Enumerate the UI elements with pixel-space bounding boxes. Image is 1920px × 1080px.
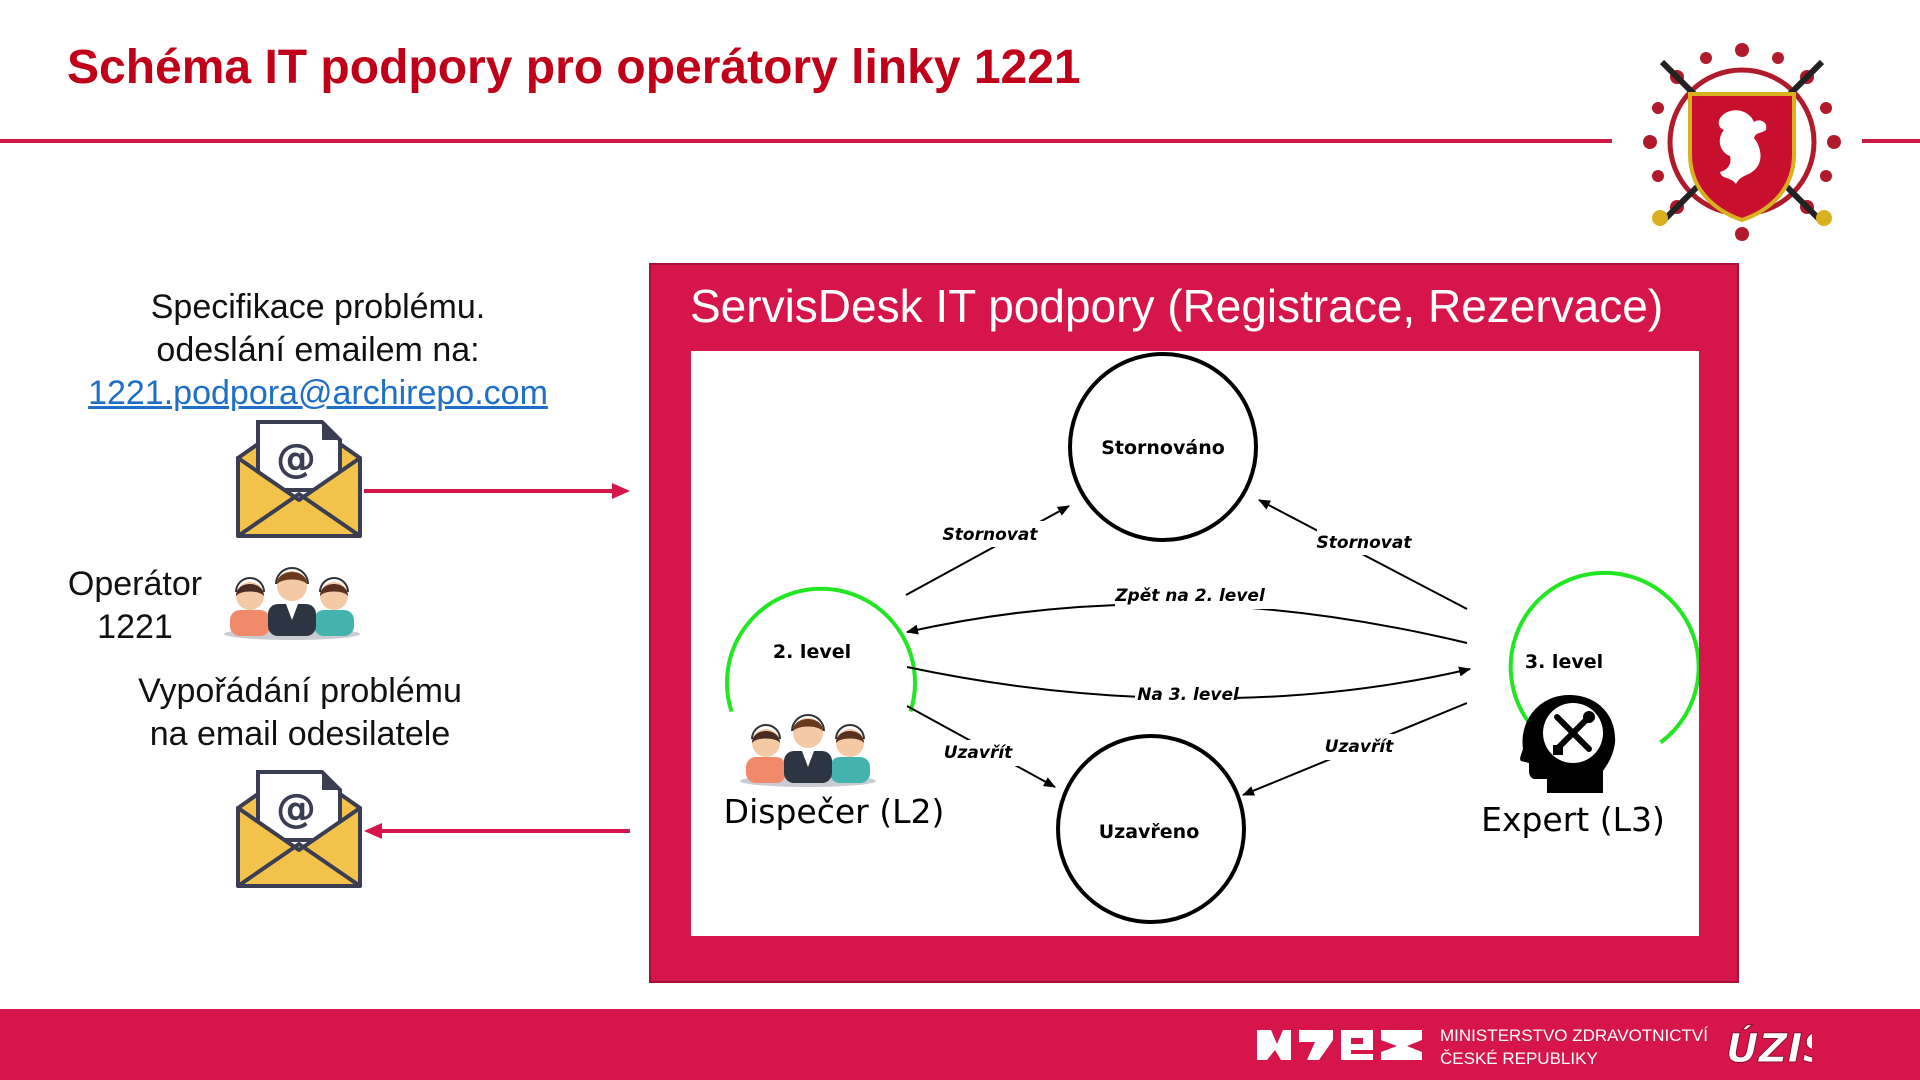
footer-bar bbox=[0, 1009, 1920, 1080]
reply-envelope-icon: @ bbox=[236, 770, 362, 888]
operator-label: Operátor 1221 bbox=[50, 563, 220, 649]
slide-title: Schéma IT podpory pro operátory linky 12… bbox=[67, 41, 1081, 94]
label-state-level2: 2. level bbox=[773, 641, 851, 663]
state-closed[interactable] bbox=[1056, 734, 1246, 924]
email-envelope-icon: @ bbox=[236, 420, 362, 538]
resolve-line-1: Vypořádání problému bbox=[138, 672, 462, 710]
svg-text:@: @ bbox=[276, 436, 316, 482]
spec-line-1: Specifikace problému. bbox=[150, 288, 486, 326]
ministry-line-1: MINISTERSTVO ZDRAVOTNICTVÍ bbox=[1440, 1026, 1708, 1045]
label-state-cancelled: Stornováno bbox=[1101, 437, 1225, 459]
expert-tools-icon bbox=[1520, 695, 1616, 793]
state-level2[interactable] bbox=[725, 586, 917, 713]
dispatcher-team-icon bbox=[740, 714, 876, 787]
emblem-icon bbox=[1643, 43, 1841, 241]
label-close-from-l3: Uzavřít bbox=[1325, 737, 1394, 757]
svg-text:ÚZIS: ÚZIS bbox=[1726, 1024, 1812, 1072]
support-email-link[interactable]: 1221.podpora@archirepo.com bbox=[88, 374, 548, 412]
spec-line-2: odeslání emailem na: bbox=[156, 331, 480, 369]
label-expert-role: Expert (L3) bbox=[1481, 800, 1665, 839]
resolution-text: Vypořádání problému na email odesilatele bbox=[100, 670, 500, 756]
label-to-l3: Na 3. level bbox=[1137, 685, 1240, 705]
arrow-from-servisdesk-icon bbox=[364, 823, 630, 839]
arrow-back-to-l2 bbox=[906, 603, 1468, 644]
ministry-logo-icon bbox=[1257, 1030, 1422, 1060]
label-state-level3: 3. level bbox=[1525, 651, 1603, 673]
state-level3[interactable] bbox=[1508, 570, 1699, 745]
workflow-diagram: Stornováno 2. level 3. level Uzavřeno St… bbox=[691, 351, 1699, 936]
ministry-line-2: ČESKÉ REPUBLIKY bbox=[1440, 1049, 1598, 1068]
operator-line-2: 1221 bbox=[97, 608, 173, 646]
uzis-logo-icon: ÚZIS bbox=[1726, 1024, 1813, 1073]
label-cancel-from-l3: Stornovat bbox=[1317, 533, 1413, 553]
label-dispatcher-role: Dispečer (L2) bbox=[724, 792, 945, 831]
label-back-to-l2: Zpět na 2. level bbox=[1114, 586, 1266, 606]
operator-team-icon bbox=[224, 567, 360, 640]
svg-text:@: @ bbox=[276, 786, 316, 832]
operator-line-1: Operátor bbox=[67, 565, 203, 603]
ministry-name: MINISTERSTVO ZDRAVOTNICTVÍ ČESKÉ REPUBLI… bbox=[1440, 1024, 1708, 1070]
arrow-l2-cancel bbox=[905, 505, 1070, 596]
label-state-closed: Uzavřeno bbox=[1099, 821, 1200, 843]
state-cancelled[interactable] bbox=[1068, 352, 1258, 542]
title-divider-right bbox=[1862, 139, 1920, 143]
servisdesk-title: ServisDesk IT podpory (Registrace, Rezer… bbox=[690, 280, 1664, 332]
label-cancel-from-l2: Stornovat bbox=[943, 525, 1039, 545]
label-close-from-l2: Uzavřít bbox=[944, 743, 1013, 763]
arrow-to-servisdesk-icon bbox=[364, 483, 630, 499]
title-divider bbox=[0, 139, 1612, 143]
resolve-line-2: na email odesilatele bbox=[149, 715, 451, 753]
problem-spec-text: Specifikace problému. odeslání emailem n… bbox=[58, 286, 578, 415]
